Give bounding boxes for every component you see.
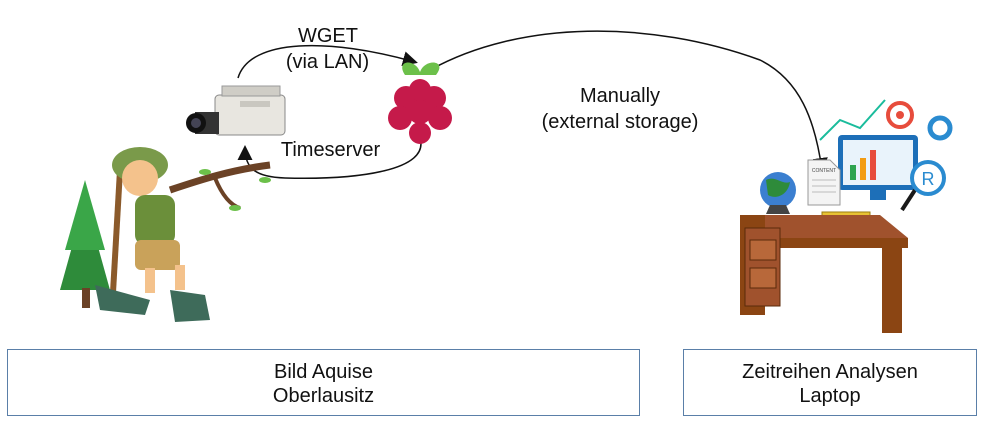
oberlausitz-subtitle: Oberlausitz (272, 385, 375, 407)
magnifier-r-icon: R (900, 160, 946, 212)
bild-aquise-title: Bild Aquise (274, 361, 373, 383)
wget-arrow (237, 44, 418, 79)
manual-transfer-arrow (429, 30, 828, 173)
bild-aquise-box: Bild Aquise Oberlausitz (7, 349, 640, 416)
camera-icon (186, 85, 286, 136)
zeitreihen-analysen-box: Zeitreihen Analysen Laptop (683, 349, 977, 416)
globe-icon (760, 172, 796, 214)
timeserver-label: Timeserver (280, 139, 381, 161)
wget-label: WGET (298, 25, 358, 47)
manually-label: Manually (579, 85, 661, 107)
svg-text:R: R (922, 169, 935, 189)
svg-text:CONTENT: CONTENT (812, 168, 836, 174)
document-icon: CONTENT (807, 159, 841, 206)
desk-icon (740, 215, 908, 333)
via-lan-label: (via LAN) (285, 51, 370, 73)
zeitreihen-analysen-title: Zeitreihen Analysen (742, 361, 918, 383)
hiker-illustration (60, 147, 271, 322)
laptop-subtitle: Laptop (799, 385, 861, 407)
raspberry-pi-icon (388, 62, 452, 144)
external-storage-label: (external storage) (541, 111, 699, 133)
data-analysis-icon (819, 99, 953, 200)
